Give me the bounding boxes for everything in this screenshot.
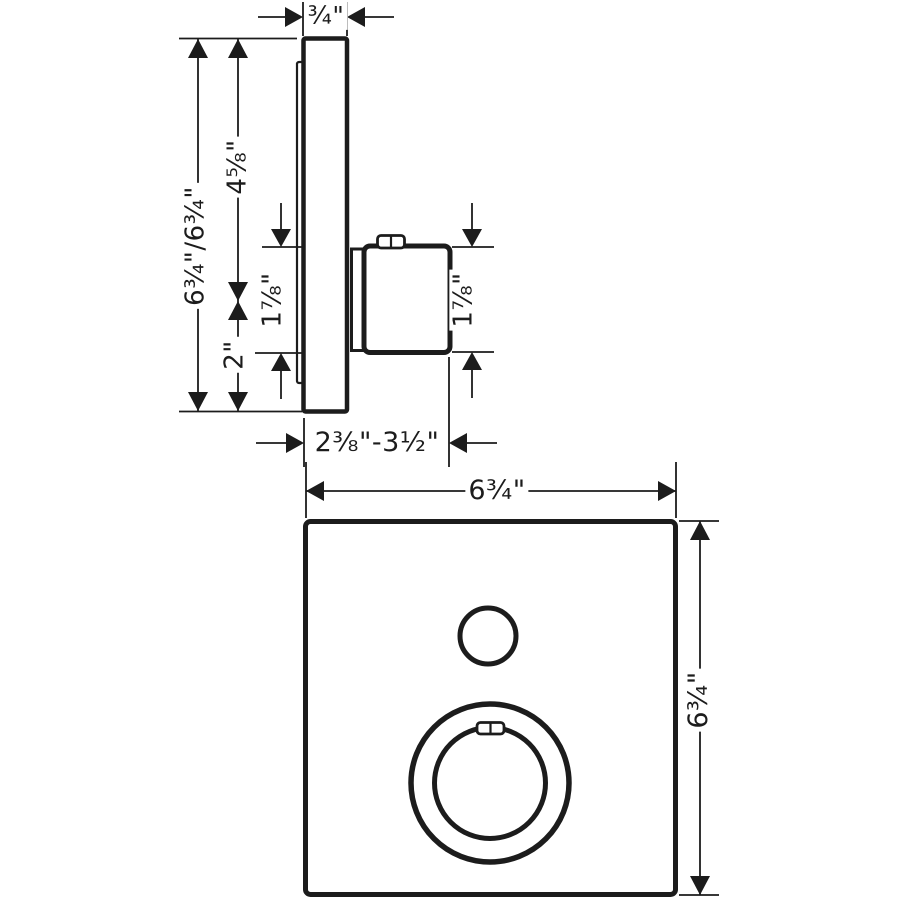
side-view <box>295 36 453 414</box>
handle-inner-circle <box>432 725 548 841</box>
front-view <box>303 519 678 897</box>
label-plate-thickness: ¾" <box>304 1 348 31</box>
label-top-to-handle-center: 4⅝" <box>222 136 253 198</box>
label-plate-width: 6¾" <box>465 475 529 507</box>
label-installation-depth: 2⅜"-3½" <box>311 427 443 459</box>
trim-plate-side <box>301 36 350 414</box>
handle-knob-side <box>361 243 453 355</box>
label-plate-height: 6¾" <box>683 668 715 732</box>
label-handle-height-right: 1⅞" <box>448 269 479 331</box>
label-overall-height: 6¾"/6¾" <box>180 183 211 309</box>
handle-tab-front <box>475 721 506 736</box>
label-handle-center-to-bottom: 2" <box>219 337 250 373</box>
dim-installation-depth <box>256 357 497 467</box>
button-circle <box>457 605 519 667</box>
label-handle-height-left: 1⅞" <box>257 269 288 331</box>
dim-handle-height-left <box>255 203 302 399</box>
dim-handle-height-right <box>452 203 494 398</box>
handle-tab-side <box>376 234 406 250</box>
